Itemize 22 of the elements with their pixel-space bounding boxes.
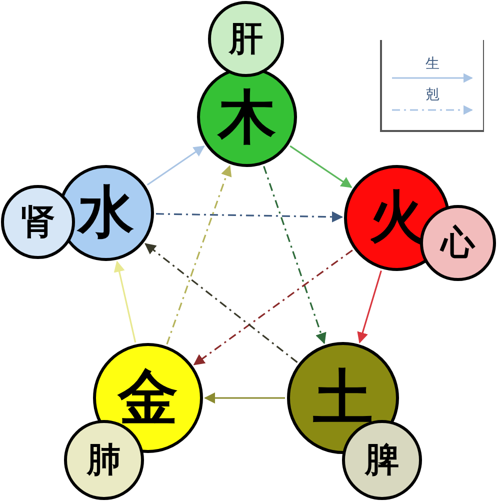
element-character: 心 (441, 226, 475, 260)
arrow (290, 145, 352, 188)
element-character: 水 (78, 185, 134, 241)
arrow (156, 211, 344, 222)
element-character: 火 (369, 190, 425, 246)
element-character: 木 (218, 88, 276, 146)
arrow (166, 165, 232, 344)
legend-text: 生 (426, 56, 440, 73)
element-character: 肝 (229, 22, 263, 56)
arrow (263, 166, 326, 344)
arrow (193, 250, 353, 366)
legend-text: 剋 (426, 87, 440, 104)
element-character: 肺 (87, 443, 121, 477)
element-character: 土 (313, 368, 373, 428)
arrow (357, 270, 382, 344)
arrow (204, 392, 285, 404)
element-character: 脾 (365, 443, 399, 477)
arrow (146, 146, 205, 186)
arrow (144, 243, 298, 363)
arrow (114, 260, 136, 343)
element-character: 金 (118, 368, 178, 428)
element-character: 肾 (21, 205, 55, 239)
